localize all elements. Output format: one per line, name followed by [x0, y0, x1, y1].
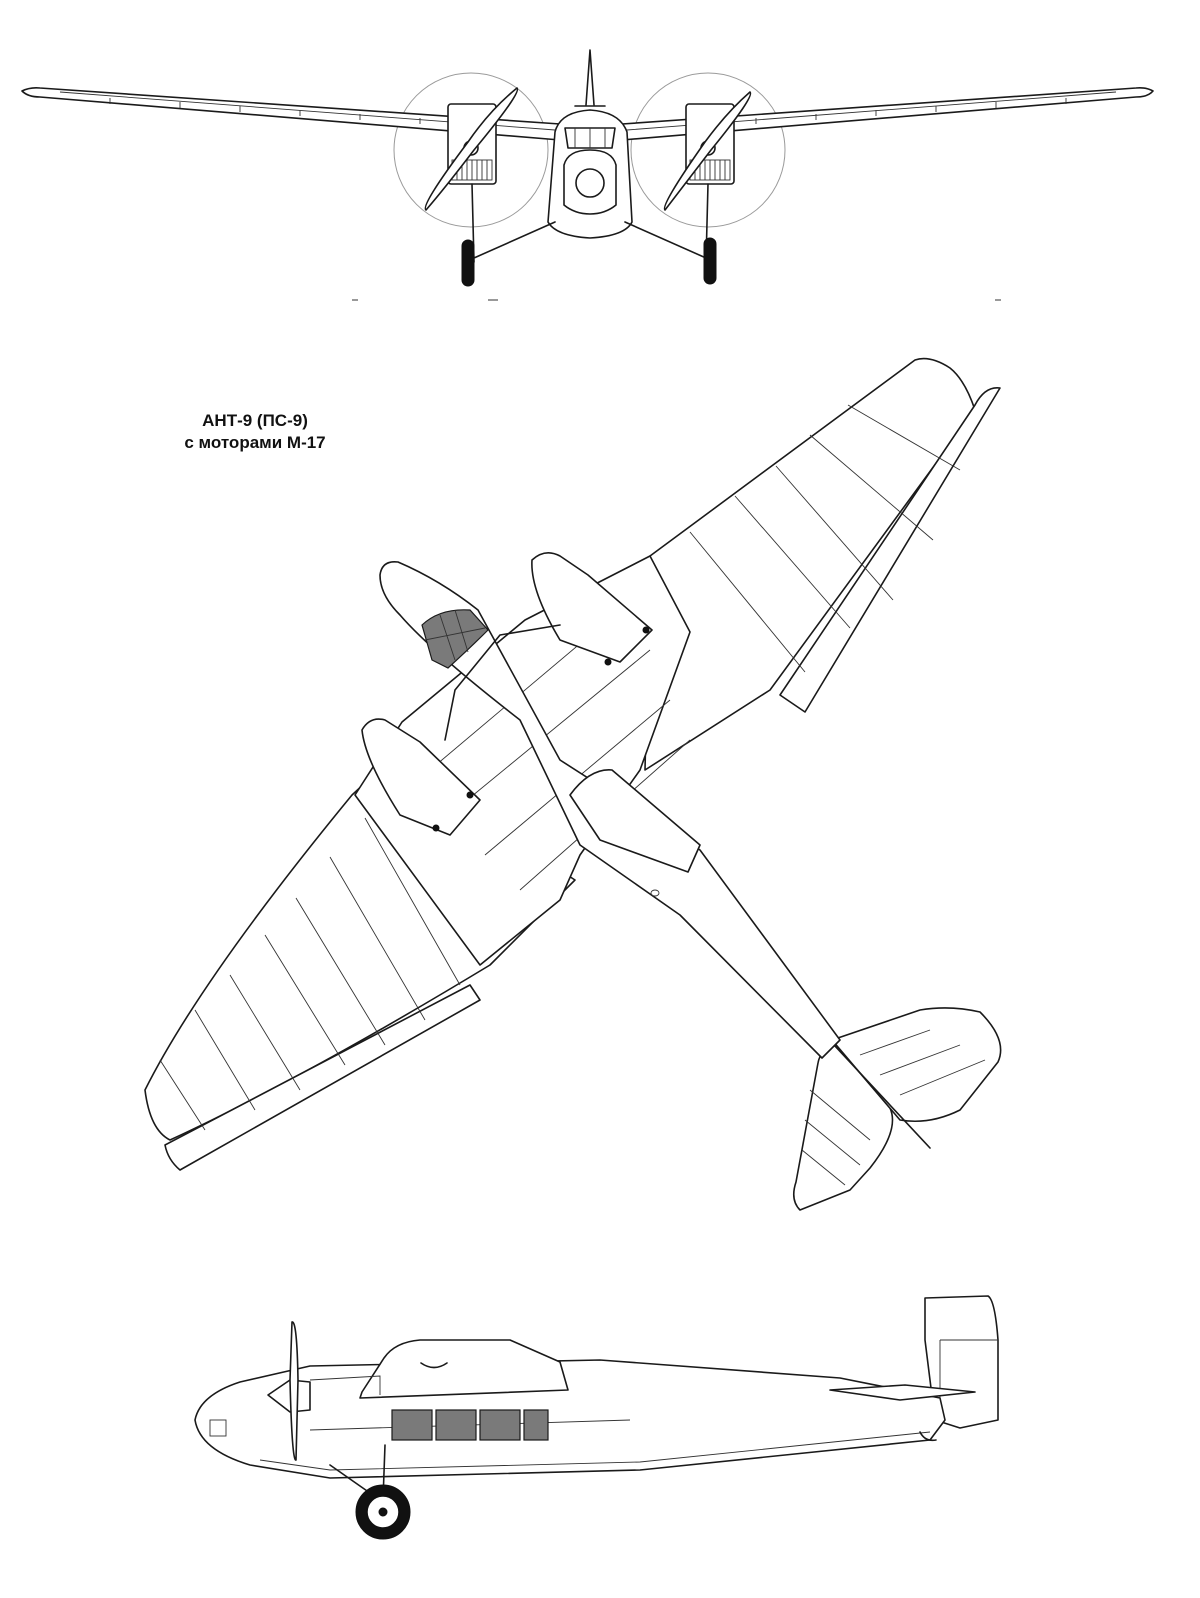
- windscreen-frames: [574, 128, 606, 148]
- left-propeller-disc: [393, 72, 549, 228]
- right-tailplane: [831, 1007, 1002, 1123]
- fin-front: [585, 49, 595, 106]
- drawing-title: АНТ-9 (ПС-9) с моторами М-17: [120, 410, 390, 454]
- right-propeller-disc: [630, 72, 786, 228]
- cabin-window-2: [435, 1409, 477, 1441]
- tailplane-side: [829, 1384, 976, 1401]
- left-propeller-blades: [424, 87, 519, 211]
- tail-skid: [919, 1431, 937, 1442]
- wheel-hub: [378, 1507, 388, 1517]
- right-wing-ribs: [689, 404, 961, 673]
- glazing-frames: [424, 609, 486, 661]
- cabin-window-4: [523, 1409, 549, 1441]
- wing-rib-ticks: [109, 98, 1067, 124]
- right-wheel-front: [703, 237, 717, 285]
- engine-cowling-side: [267, 1379, 311, 1413]
- strut-top-view: [444, 624, 561, 741]
- right-nacelle-top: [531, 552, 653, 663]
- left-aileron: [164, 984, 481, 1171]
- right-exhaust-2: [642, 626, 650, 634]
- right-wing-top: [644, 357, 976, 771]
- side-view: [194, 1295, 999, 1540]
- propeller-side: [289, 1321, 299, 1461]
- tailplane-ribs: [801, 1029, 986, 1186]
- engine-note: с моторами М-17: [184, 433, 326, 452]
- fin-top: [819, 1029, 931, 1149]
- nose-engine-front: [563, 149, 617, 215]
- left-exhaust: [466, 791, 474, 799]
- right-aileron: [779, 387, 1001, 713]
- exhaust-stack: [309, 1375, 381, 1395]
- aircraft-designation: АНТ-9 (ПС-9): [202, 411, 308, 430]
- front-view: [21, 49, 1154, 301]
- cabin-window-1: [391, 1409, 433, 1441]
- fuselage-chine: [259, 1431, 931, 1471]
- left-exhaust-2: [432, 824, 440, 832]
- fuselage-hatch: [650, 889, 660, 897]
- top-view: [144, 357, 1002, 1211]
- cockpit-glazing: [421, 609, 489, 669]
- centre-section-panels: [429, 609, 691, 891]
- right-exhaust: [604, 658, 612, 666]
- roof-handle: [420, 1362, 448, 1369]
- cabin-roof-side: [359, 1339, 569, 1399]
- nose-spinner: [575, 168, 605, 198]
- cabin-window-3: [479, 1409, 521, 1441]
- nose-window: [209, 1419, 227, 1437]
- left-nacelle-top: [361, 718, 481, 836]
- cabin-roof-top: [569, 769, 701, 873]
- left-wing-ribs: [159, 817, 461, 1131]
- right-propeller-blades: [663, 91, 752, 211]
- gear-struts-front: [471, 183, 709, 263]
- fuselage-side: [194, 1359, 946, 1479]
- left-wheel-front: [461, 239, 475, 287]
